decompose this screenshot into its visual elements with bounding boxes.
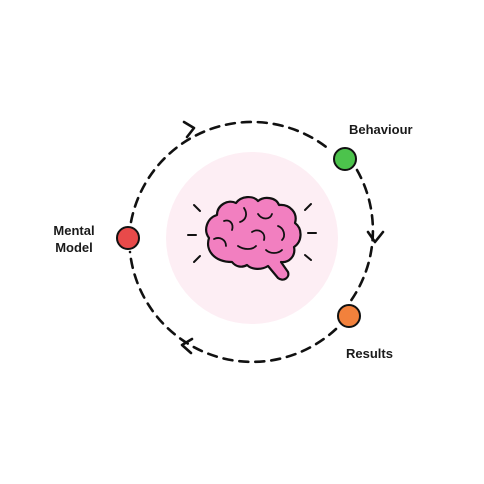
arc-mental-to-behaviour — [129, 120, 332, 224]
results-label: Results — [346, 346, 393, 361]
mental-model-node — [116, 226, 140, 250]
mental-model-label: Mental Model — [46, 222, 102, 256]
arrow-top-icon — [182, 120, 196, 139]
mental-model-label-line1: Mental — [53, 223, 95, 238]
arrow-bottom-icon — [180, 337, 194, 355]
brain-icon — [187, 196, 317, 281]
arrow-right-icon — [366, 230, 385, 244]
behaviour-label: Behaviour — [349, 122, 413, 137]
arc-results-to-mental — [128, 250, 338, 364]
mental-model-label-line2: Model — [55, 240, 93, 255]
behaviour-node — [333, 147, 357, 171]
results-node — [337, 304, 361, 328]
